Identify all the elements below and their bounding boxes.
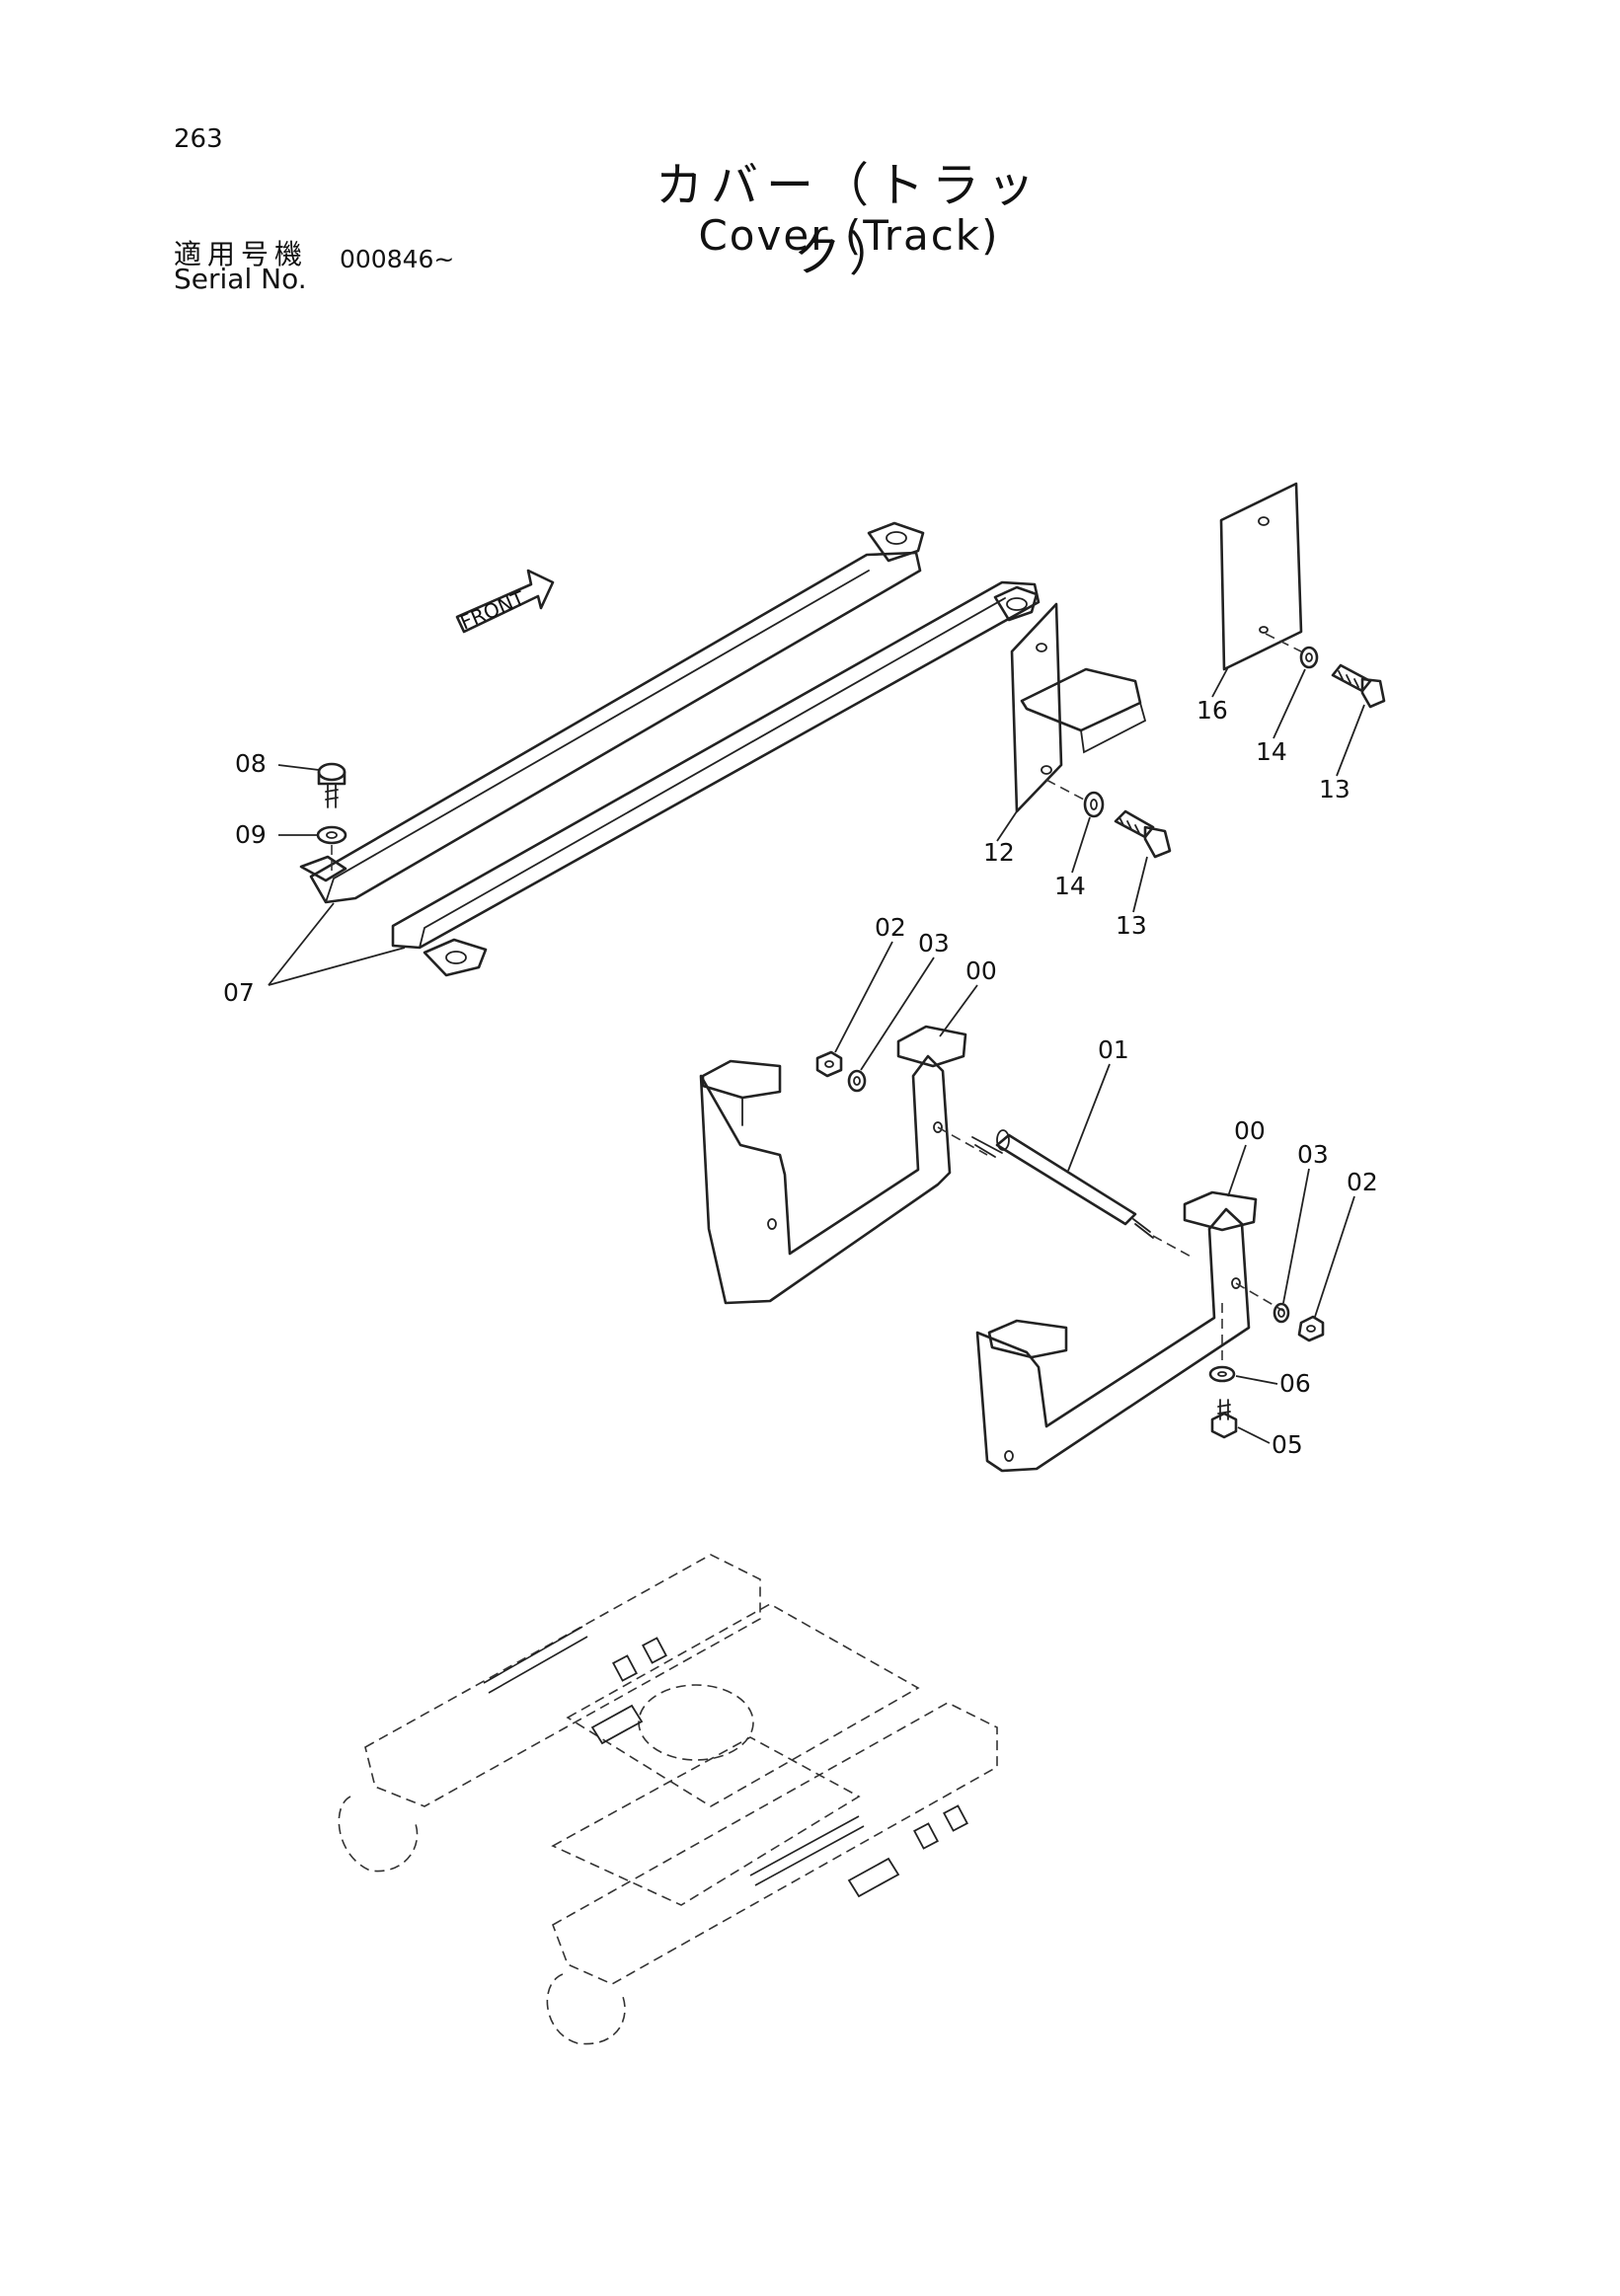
callout-13-upper: 13 (1319, 775, 1350, 804)
frame-00-right (975, 1190, 1284, 1473)
screw-08-icon (317, 762, 347, 808)
bolt-13-icon (1114, 809, 1172, 859)
callout-14-upper: 14 (1256, 737, 1287, 766)
undercarriage-overview (338, 1554, 998, 2045)
serial-number-value: 000846~ (340, 245, 455, 273)
callout-13-lower: 13 (1116, 911, 1147, 940)
callout-00-left: 00 (965, 957, 997, 985)
nut-02-icon (1297, 1315, 1325, 1342)
washer-06-icon (1208, 1365, 1236, 1383)
callout-00-right: 00 (1234, 1116, 1266, 1145)
page-number: 263 (174, 124, 223, 154)
page-title-english: Cover (Track) (698, 211, 1000, 260)
bolt-13-icon (1331, 663, 1386, 709)
frame-00-left (699, 1025, 967, 1305)
callout-03-right: 03 (1297, 1140, 1329, 1169)
washer-03-icon (847, 1069, 867, 1093)
callout-01: 01 (1098, 1035, 1129, 1064)
callout-02-left: 02 (875, 913, 906, 942)
callout-12: 12 (983, 838, 1015, 867)
bolt-05-icon (1210, 1399, 1238, 1439)
shaft-01 (937, 1126, 1196, 1260)
serial-label-english: Serial No. (174, 263, 307, 295)
callout-02-right: 02 (1347, 1168, 1378, 1196)
callout-14-lower: 14 (1054, 872, 1086, 900)
nut-02-icon (815, 1050, 843, 1078)
plate-16 (1219, 482, 1303, 671)
bracket-12 (1010, 602, 1147, 813)
page-title-japanese: カバー（トラック） (655, 158, 1042, 282)
serial-label-japanese: 適用号機 (174, 238, 309, 270)
callout-03-left: 03 (918, 929, 950, 957)
callout-09: 09 (235, 820, 267, 849)
front-arrow-label: FRONT (457, 586, 529, 635)
callout-16: 16 (1196, 696, 1228, 725)
callout-08: 08 (235, 749, 267, 778)
callout-05: 05 (1272, 1430, 1303, 1459)
callout-06: 06 (1279, 1369, 1311, 1398)
callouts: 08 09 07 12 14 13 16 14 13 02 03 00 01 0… (223, 666, 1378, 1459)
washer-03-icon (1273, 1302, 1290, 1324)
front-arrow-icon: FRONT (455, 569, 555, 635)
washer-14-icon (1299, 646, 1319, 669)
callout-07: 07 (223, 978, 255, 1007)
washer-14-icon (1083, 791, 1105, 818)
track-cover-rails (299, 521, 1041, 977)
